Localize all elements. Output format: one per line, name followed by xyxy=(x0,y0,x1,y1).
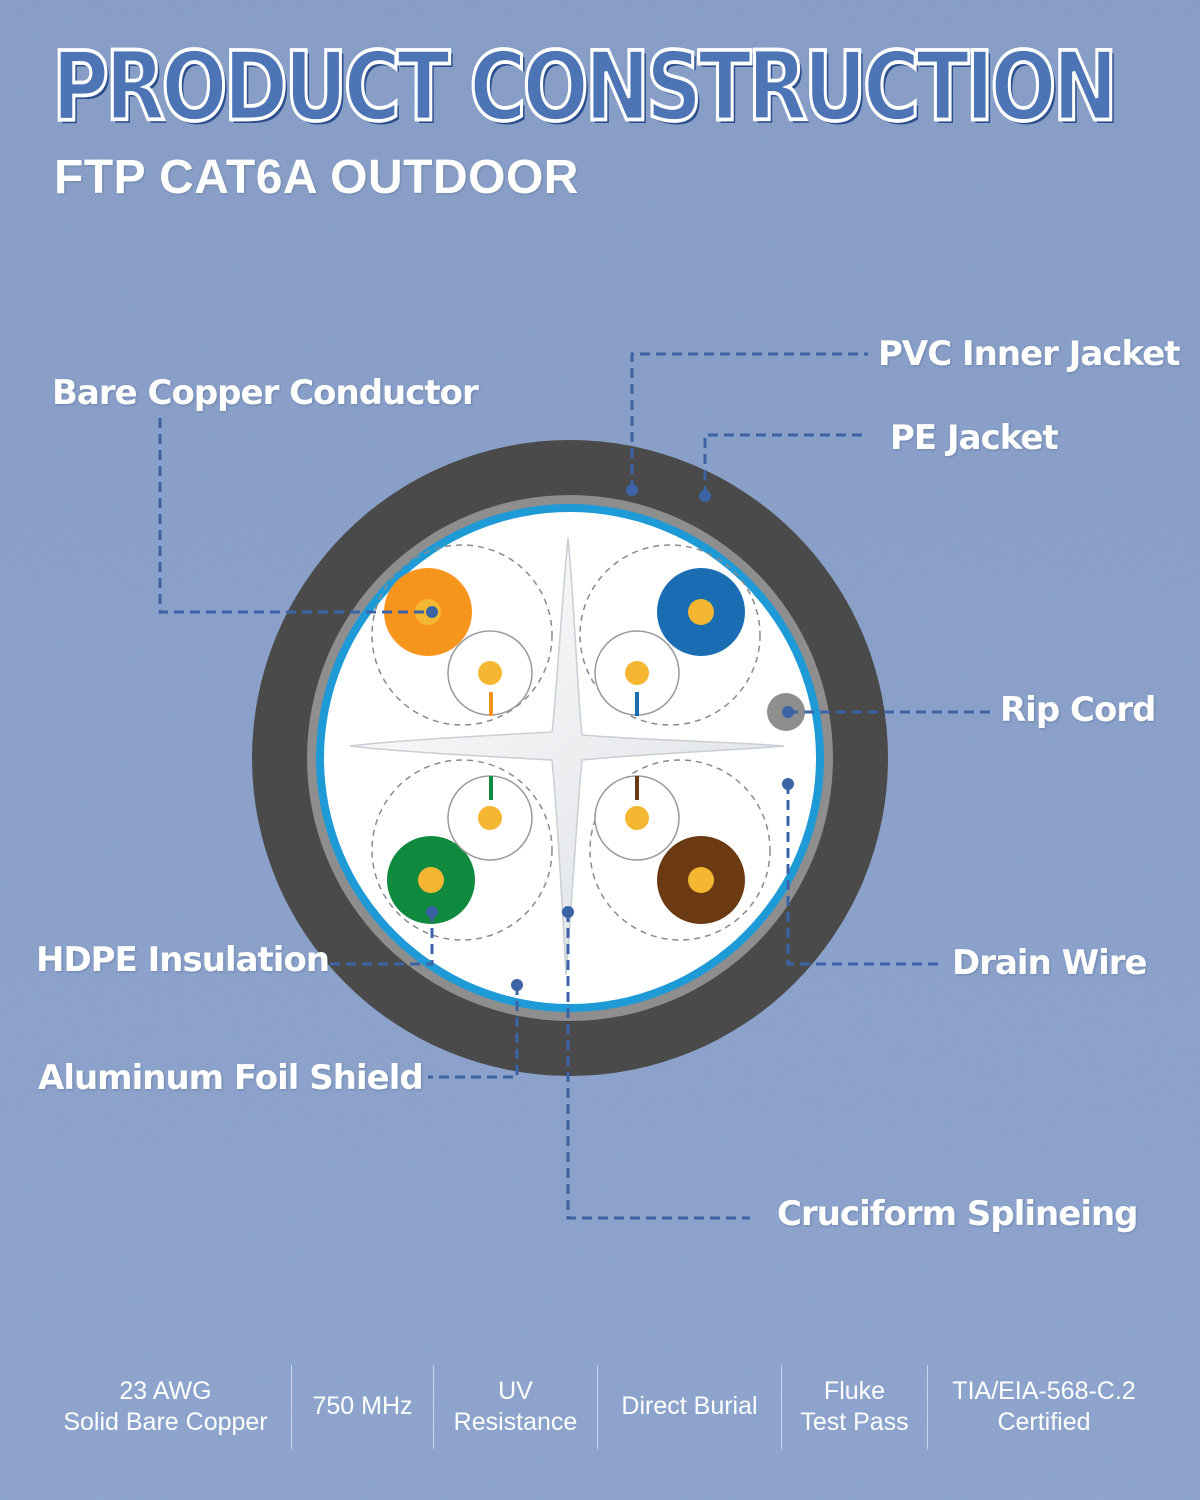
pair-shield-blue xyxy=(579,544,761,726)
pair-shield-green xyxy=(371,759,553,941)
label-rip-cord: Rip Cord xyxy=(1000,690,1156,730)
leader-dot-pvc-inner-jacket xyxy=(626,484,638,496)
label-bare-copper-conductor: Bare Copper Conductor xyxy=(52,373,479,413)
stripe-brown xyxy=(635,776,639,800)
stripe-blue xyxy=(635,692,639,716)
leader-line-pvc-inner-jacket xyxy=(630,352,868,490)
conductor-blue-core xyxy=(688,599,714,625)
feature-strip: 23 AWG Solid Bare Copper 750 MHz UV Resi… xyxy=(40,1362,1160,1452)
feature-uv: UV Resistance xyxy=(434,1365,598,1449)
leader-line-aluminum-foil xyxy=(428,985,519,1079)
pair-shield-orange xyxy=(371,544,553,726)
conductor-white-orange-core xyxy=(478,661,502,685)
leader-line-hdpe-insulation xyxy=(326,912,434,966)
stripe-orange xyxy=(489,692,493,716)
feature-awg: 23 AWG Solid Bare Copper xyxy=(40,1365,292,1449)
feature-frequency: 750 MHz xyxy=(292,1365,434,1449)
leader-line-cruciform xyxy=(566,912,750,1220)
stripe-green xyxy=(489,776,493,800)
leader-dot-rip-cord xyxy=(782,706,794,718)
leader-line-drain-wire xyxy=(786,784,938,966)
leader-dot-hdpe-insulation xyxy=(426,906,438,918)
conductor-white-brown-core xyxy=(625,806,649,830)
leader-dot-bare-copper xyxy=(426,606,438,618)
pair-shield-brown xyxy=(589,759,771,941)
conductor-green-core xyxy=(418,867,444,893)
feature-direct-burial: Direct Burial xyxy=(598,1365,782,1449)
cruciform-spline xyxy=(349,537,785,976)
label-pe-jacket: PE Jacket xyxy=(890,418,1059,458)
label-drain-wire: Drain Wire xyxy=(952,943,1148,983)
leader-line-bare-copper xyxy=(158,418,432,614)
conductor-brown-core xyxy=(688,867,714,893)
page-title: PRODUCT CONSTRUCTION xyxy=(51,32,1120,143)
leader-line-pe-jacket xyxy=(703,433,868,496)
label-hdpe-insulation: HDPE Insulation xyxy=(36,940,330,980)
leader-dot-drain-wire xyxy=(782,778,794,790)
leader-dot-pe-jacket xyxy=(699,490,711,502)
label-cruciform-splineing: Cruciform Splineing xyxy=(777,1194,1139,1234)
feature-fluke: Fluke Test Pass xyxy=(782,1365,928,1449)
label-aluminum-foil-shield: Aluminum Foil Shield xyxy=(38,1058,424,1098)
conductor-white-green-core xyxy=(478,806,502,830)
leader-dot-aluminum-foil xyxy=(511,979,523,991)
conductor-white-blue-core xyxy=(625,661,649,685)
label-pvc-inner-jacket: PVC Inner Jacket xyxy=(878,334,1181,374)
feature-certified: TIA/EIA-568-C.2 Certified xyxy=(952,1376,1136,1436)
leader-dot-cruciform xyxy=(562,906,574,918)
page-subtitle: FTP CAT6A OUTDOOR xyxy=(54,151,579,204)
